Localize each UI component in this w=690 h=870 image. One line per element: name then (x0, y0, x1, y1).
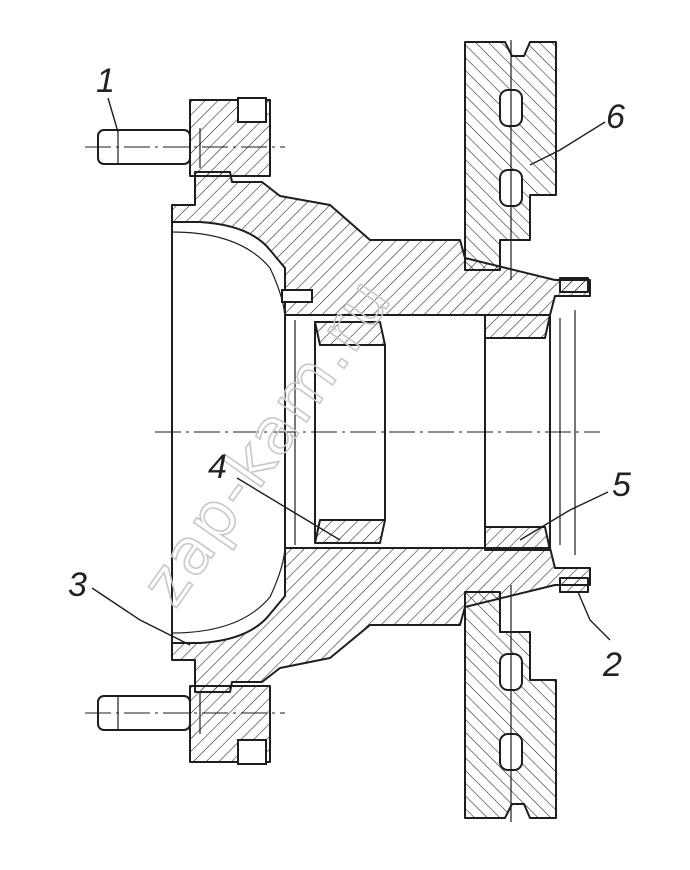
leader-3 (91, 587, 191, 646)
leader-4 (236, 477, 341, 541)
leader-1 (107, 97, 119, 133)
leader-5 (519, 491, 609, 541)
callout-4: 4 (208, 448, 227, 486)
leader-2 (577, 591, 611, 641)
callout-1: 1 (96, 62, 115, 100)
callout-5: 5 (612, 466, 631, 504)
callout-3: 3 (68, 566, 87, 604)
callout-6: 6 (606, 98, 625, 136)
brake-disc (464, 40, 557, 822)
callout-2: 2 (602, 646, 622, 684)
seal-ring (559, 277, 589, 593)
bearing-inner (314, 321, 386, 544)
wheel-stud-lower (97, 685, 271, 765)
wheel-stud-upper (97, 97, 271, 177)
leader-6 (529, 121, 606, 166)
